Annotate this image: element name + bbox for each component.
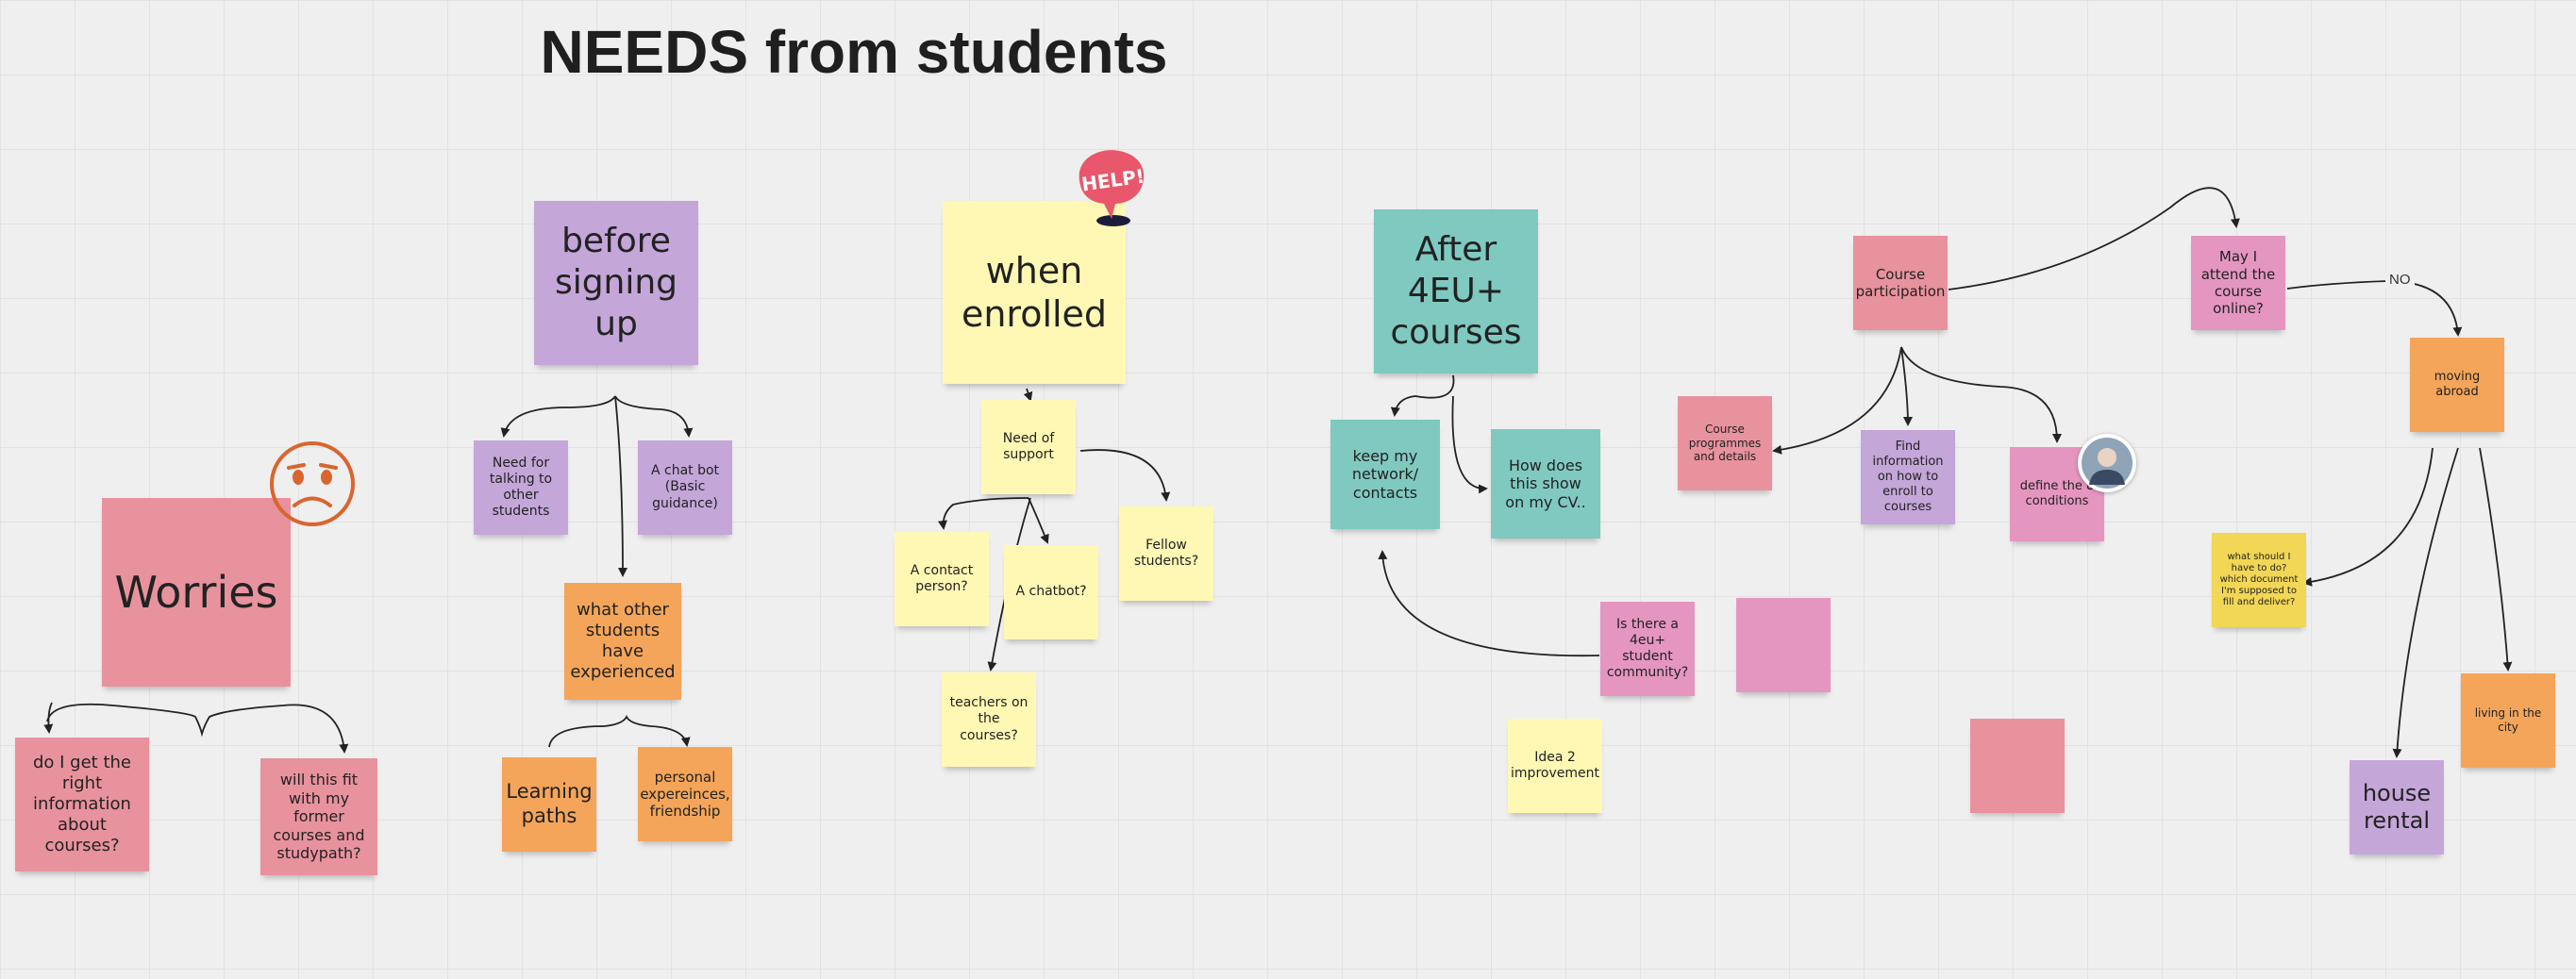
sticky-note-need-talking[interactable]: Need for talking to other students bbox=[474, 440, 568, 535]
sticky-note-attend-online[interactable]: May I attend the course online? bbox=[2191, 236, 2285, 330]
sticky-note-right-information[interactable]: do I get the right information about cou… bbox=[15, 738, 149, 871]
sticky-note-course-programmes[interactable]: Course programmes and details bbox=[1678, 396, 1772, 490]
connector-before-left bbox=[500, 395, 616, 438]
connector-enrolled-support bbox=[1023, 388, 1033, 402]
sticky-note-course-participation[interactable]: Course participation bbox=[1853, 236, 1948, 330]
sticky-note-fellow-students[interactable]: Fellow students? bbox=[1119, 506, 1213, 601]
connector-moving-what bbox=[2302, 447, 2434, 587]
sticky-note-worries[interactable]: Worries bbox=[102, 498, 291, 687]
sticky-note-empty-pink[interactable] bbox=[1970, 719, 2065, 813]
sad-face-icon bbox=[268, 440, 357, 528]
sticky-note-empty-rose[interactable] bbox=[1736, 598, 1831, 692]
connector-label-no: NO bbox=[2385, 272, 2415, 288]
sticky-note-other-students-experienced[interactable]: what other students have experienced bbox=[564, 583, 681, 700]
sticky-note-find-enroll-info[interactable]: Find information on how to enroll to cou… bbox=[1861, 430, 1955, 524]
sticky-note-contact-person[interactable]: A contact person? bbox=[895, 532, 989, 626]
board-title[interactable]: NEEDS from students bbox=[540, 18, 1168, 86]
sticky-note-moving-abroad[interactable]: moving abroad bbox=[2410, 338, 2504, 432]
connector-moving-house bbox=[2392, 447, 2459, 758]
sticky-note-personal-experiences[interactable]: personal expereinces, friendship bbox=[638, 747, 732, 841]
sticky-note-show-on-cv[interactable]: How does this show on my CV.. bbox=[1491, 429, 1600, 539]
connector-after-cv bbox=[1451, 395, 1488, 494]
sticky-note-need-of-support[interactable]: Need of support bbox=[981, 400, 1076, 494]
connector-community-keep bbox=[1378, 550, 1600, 657]
sticky-note-house-rental[interactable]: house rental bbox=[2350, 760, 2444, 855]
sticky-note-student-community[interactable]: Is there a 4eu+ student community? bbox=[1600, 602, 1695, 696]
connector-before-right bbox=[614, 395, 694, 438]
connector-support-fellow bbox=[1079, 449, 1171, 502]
connector-online-moving bbox=[2286, 280, 2463, 337]
sticky-note-after-4eu-courses[interactable]: After 4EU+ courses bbox=[1374, 209, 1538, 373]
connector-support-contact bbox=[937, 497, 1029, 530]
user-avatar[interactable] bbox=[2078, 434, 2136, 492]
help-speech-bubble-icon: HELP! bbox=[1070, 145, 1151, 228]
connector-before-center bbox=[614, 395, 627, 577]
sticky-note-teachers-on-courses[interactable]: teachers on the courses? bbox=[942, 672, 1036, 767]
connector-worries-left bbox=[43, 702, 54, 734]
connector-moving-living bbox=[2479, 447, 2513, 672]
sticky-note-keep-network[interactable]: keep my network/ contacts bbox=[1330, 420, 1440, 529]
sticky-note-chat-bot-basic[interactable]: A chat bot (Basic guidance) bbox=[638, 440, 732, 535]
sticky-note-what-should-i-do[interactable]: what should I have to do? which document… bbox=[2212, 533, 2306, 627]
connector-course-define bbox=[1900, 346, 2062, 443]
connector-experienced-brace bbox=[548, 714, 691, 748]
connector-after-keep bbox=[1390, 374, 1455, 417]
sticky-note-living-in-city[interactable]: living in the city bbox=[2461, 673, 2555, 768]
connector-support-chatbot bbox=[1028, 497, 1049, 544]
sticky-note-learning-paths[interactable]: Learning paths bbox=[502, 757, 596, 852]
sticky-note-before-signing-up[interactable]: before signing up bbox=[534, 201, 698, 365]
connector-course-find bbox=[1900, 346, 1913, 426]
sticky-note-idea-improvement[interactable]: Idea 2 improvement bbox=[1508, 719, 1602, 813]
sticky-note-when-enrolled[interactable]: when enrolled bbox=[943, 201, 1126, 384]
sticky-note-fit-former-courses[interactable]: will this fit with my former courses and… bbox=[260, 758, 377, 875]
sticky-note-chatbot[interactable]: A chatbot? bbox=[1004, 545, 1098, 639]
